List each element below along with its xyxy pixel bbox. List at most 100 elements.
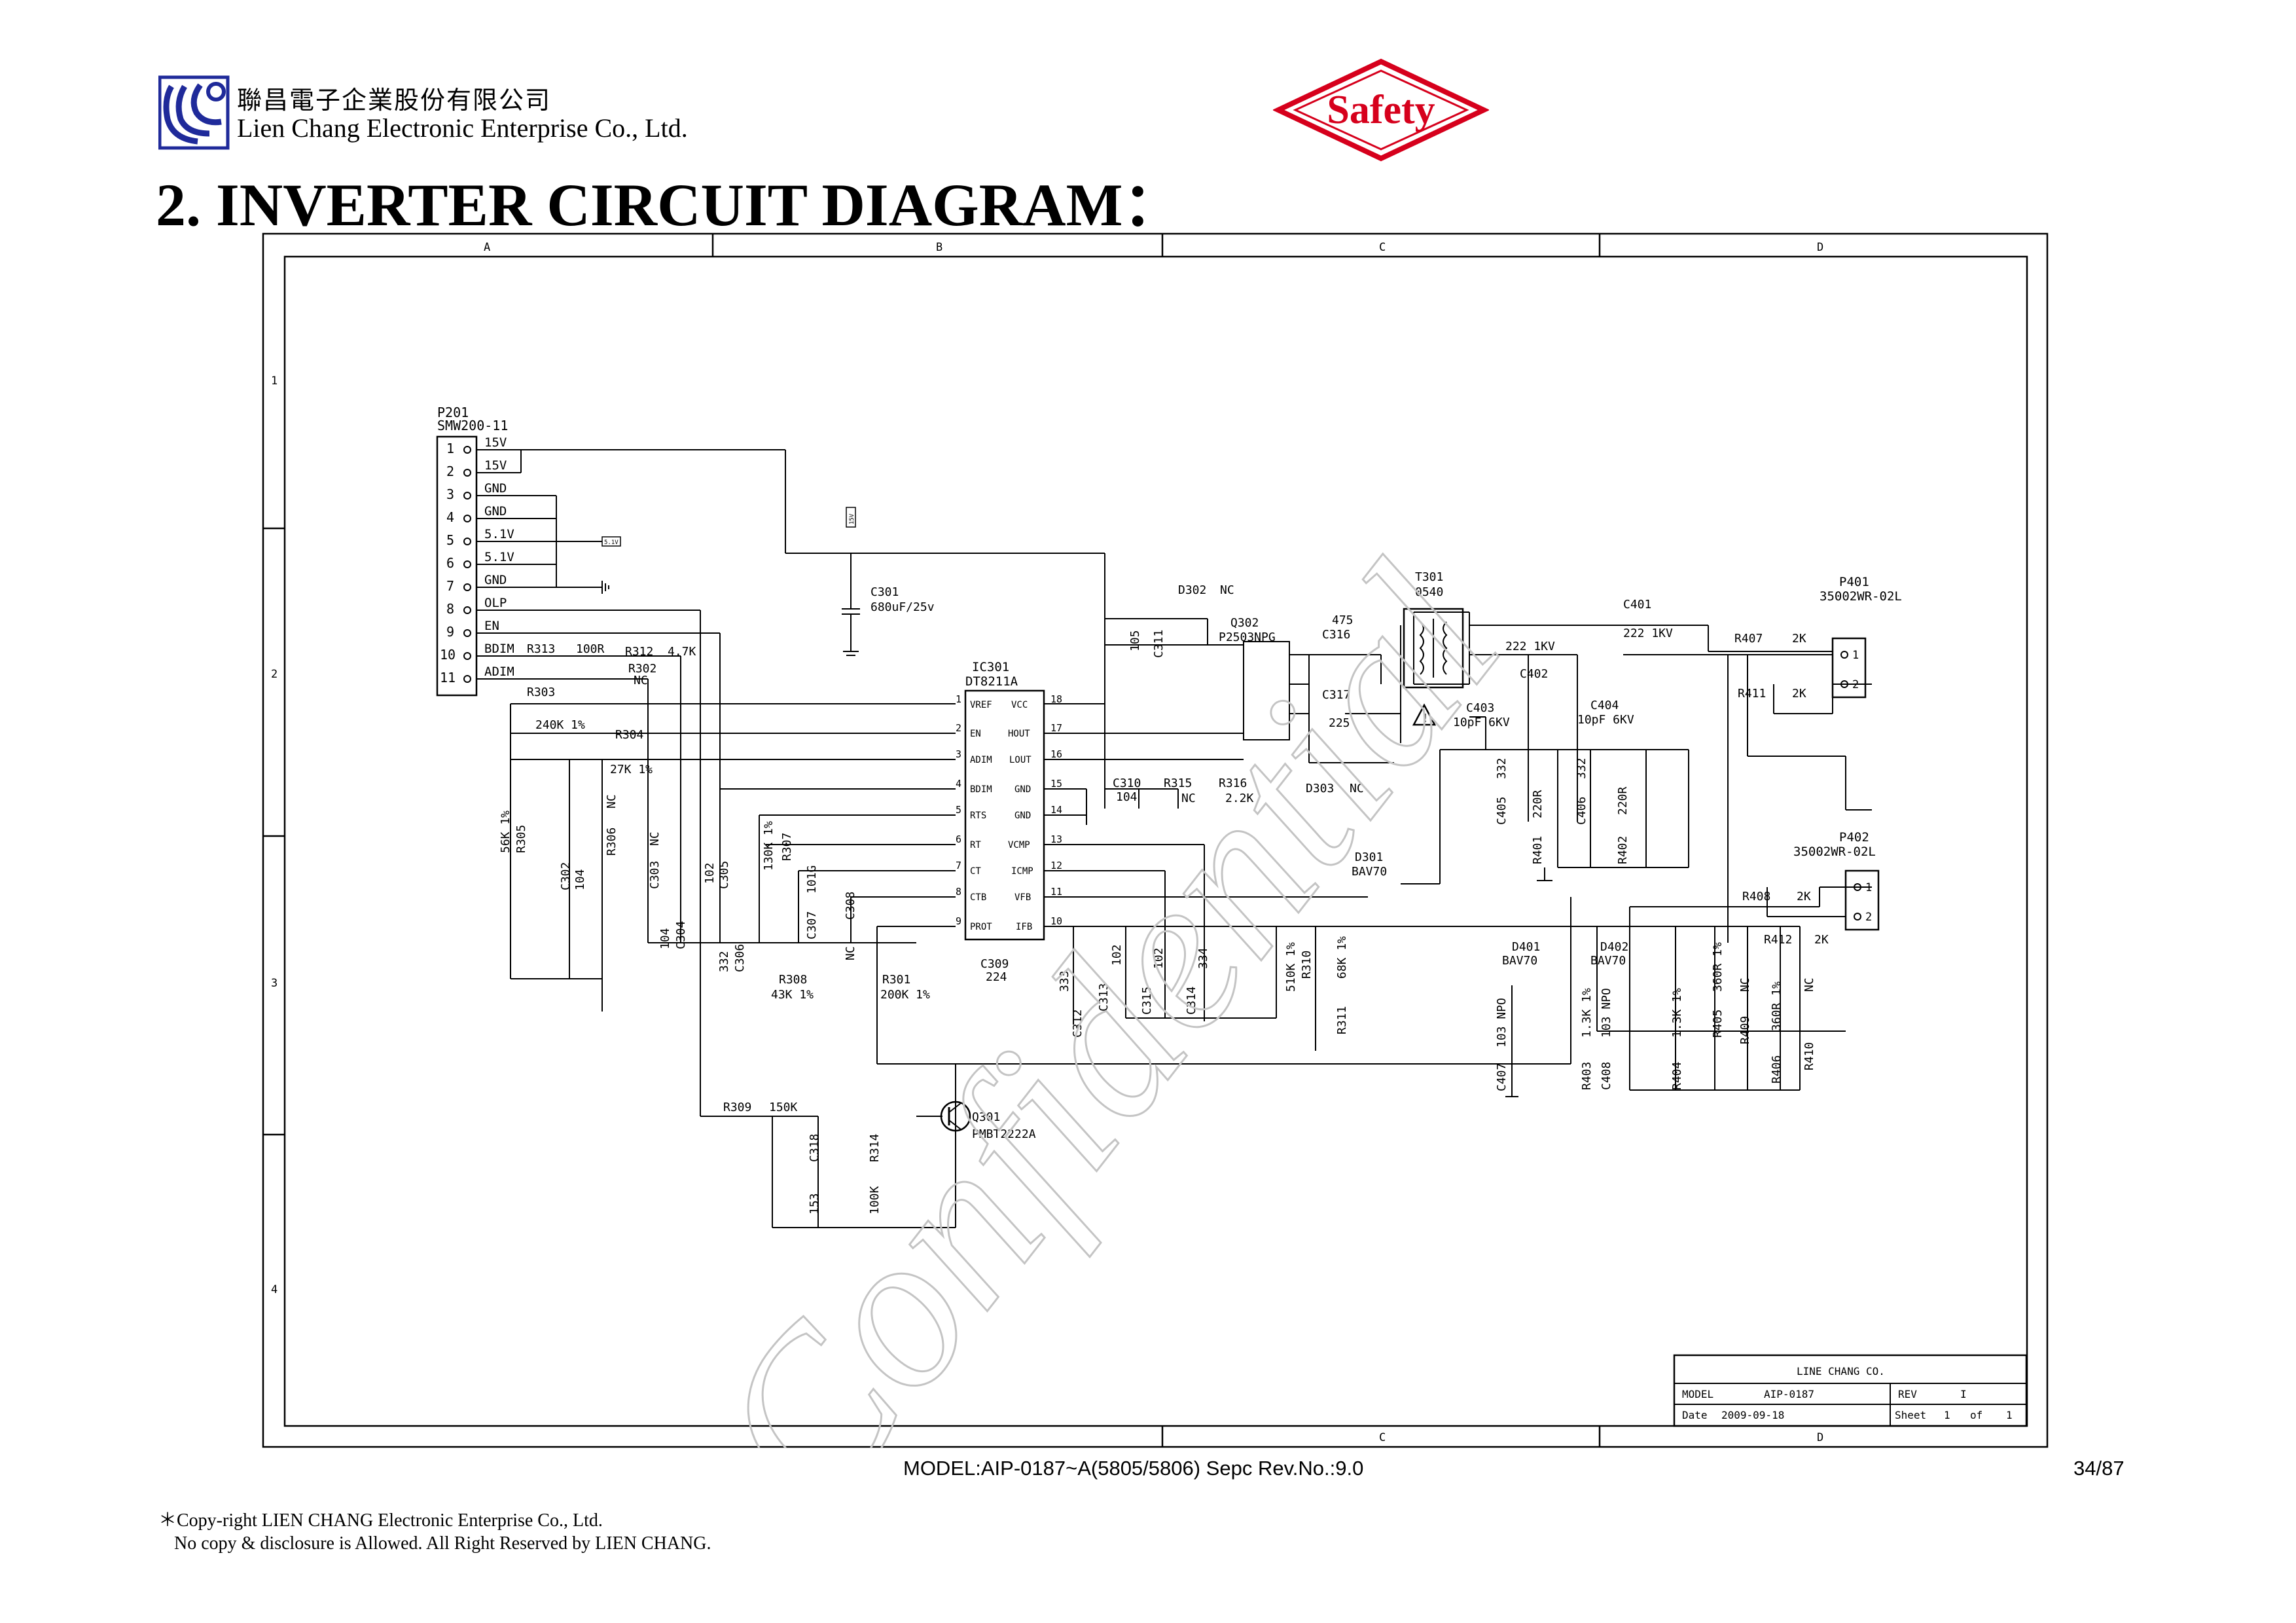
company-logo-icon xyxy=(158,75,230,150)
svg-text:43K 1%: 43K 1% xyxy=(771,988,814,1002)
svg-text:R315: R315 xyxy=(1164,776,1192,790)
svg-text:3: 3 xyxy=(956,748,961,760)
svg-text:R304: R304 xyxy=(615,728,643,742)
component-labels: R313 100R R312 4.7K R302 NC R303 240K 1%… xyxy=(499,570,1829,1214)
svg-text:C315: C315 xyxy=(1140,987,1154,1015)
svg-text:2.2K: 2.2K xyxy=(1225,792,1254,805)
footer-page-number: 34/87 xyxy=(2073,1457,2125,1480)
svg-text:CTB: CTB xyxy=(970,892,986,903)
svg-text:220R: 220R xyxy=(1616,786,1630,815)
svg-text:15V: 15V xyxy=(484,458,507,473)
svg-text:R406: R406 xyxy=(1770,1055,1784,1084)
svg-text:10pF 6KV: 10pF 6KV xyxy=(1453,716,1510,729)
svg-text:11: 11 xyxy=(440,670,456,685)
svg-text:C401: C401 xyxy=(1623,598,1651,611)
svg-text:8: 8 xyxy=(446,601,454,617)
svg-text:D302: D302 xyxy=(1178,583,1206,597)
svg-text:C406: C406 xyxy=(1575,797,1588,825)
svg-text:240K 1%: 240K 1% xyxy=(535,718,585,732)
svg-text:104: 104 xyxy=(658,928,672,949)
svg-text:104: 104 xyxy=(573,869,587,890)
svg-text:5: 5 xyxy=(956,804,961,816)
svg-text:SMW200-11: SMW200-11 xyxy=(437,418,508,433)
svg-text:R303: R303 xyxy=(527,685,555,699)
svg-text:VREF: VREF xyxy=(970,700,992,710)
svg-text:C312: C312 xyxy=(1071,1010,1085,1038)
svg-text:102: 102 xyxy=(1110,944,1124,966)
svg-text:NC: NC xyxy=(648,831,662,846)
svg-text:C307: C307 xyxy=(805,911,819,939)
svg-text:R409: R409 xyxy=(1738,1016,1752,1044)
svg-text:NC: NC xyxy=(1350,782,1364,795)
row-label-1: 1 xyxy=(271,374,278,388)
svg-text:360R 1%: 360R 1% xyxy=(1711,942,1725,992)
svg-text:475: 475 xyxy=(1332,613,1354,627)
transformer-t301: ! xyxy=(1403,608,1464,726)
row-label-2: 2 xyxy=(271,668,278,681)
svg-text:2K: 2K xyxy=(1814,933,1829,947)
svg-text:7: 7 xyxy=(956,860,961,871)
svg-text:103 NPO: 103 NPO xyxy=(1495,998,1509,1048)
svg-text:R314: R314 xyxy=(868,1134,882,1162)
svg-text:EN: EN xyxy=(484,619,499,633)
svg-text:IFB: IFB xyxy=(1016,922,1032,932)
svg-text:RTS: RTS xyxy=(970,811,986,821)
svg-text:C302: C302 xyxy=(559,862,573,890)
svg-text:Q301: Q301 xyxy=(972,1110,1000,1124)
svg-text:C404: C404 xyxy=(1590,699,1619,712)
svg-text:16: 16 xyxy=(1050,748,1062,760)
svg-text:C405: C405 xyxy=(1495,797,1509,825)
frame-inner xyxy=(283,255,2028,1427)
svg-text:200K 1%: 200K 1% xyxy=(880,988,930,1002)
svg-text:4: 4 xyxy=(446,509,454,525)
svg-text:5.1V: 5.1V xyxy=(484,550,514,564)
svg-text:CT: CT xyxy=(970,866,981,877)
svg-text:C314: C314 xyxy=(1185,987,1198,1015)
svg-text:C309: C309 xyxy=(980,957,1009,971)
svg-text:1: 1 xyxy=(2006,1409,2013,1421)
copyright-line-1: ＊Copy-right LIEN CHANG Electronic Enterp… xyxy=(158,1510,603,1531)
footer-model-info: MODEL:AIP-0187~A(5805/5806) Sepc Rev.No.… xyxy=(903,1457,1364,1480)
svg-text:R316: R316 xyxy=(1219,776,1247,790)
svg-text:D402: D402 xyxy=(1600,940,1628,954)
col-label-a: A xyxy=(484,241,490,254)
svg-text:8: 8 xyxy=(956,886,961,898)
svg-text:2: 2 xyxy=(1865,911,1872,924)
svg-text:2009-09-18: 2009-09-18 xyxy=(1721,1409,1784,1421)
svg-text:R308: R308 xyxy=(779,973,807,987)
svg-text:10pF 6KV: 10pF 6KV xyxy=(1577,713,1634,727)
connector-p402: P402 35002WR-02L 1 2 xyxy=(1793,830,1880,931)
svg-text:C311: C311 xyxy=(1152,630,1166,658)
svg-text:15V: 15V xyxy=(484,435,507,450)
svg-text:12: 12 xyxy=(1050,860,1062,871)
svg-text:P2503NPG: P2503NPG xyxy=(1219,630,1276,644)
svg-text:35002WR-02L: 35002WR-02L xyxy=(1793,845,1876,859)
svg-text:C308: C308 xyxy=(844,892,857,920)
svg-text:R401: R401 xyxy=(1531,836,1545,864)
svg-text:10: 10 xyxy=(1050,915,1062,927)
svg-text:150K: 150K xyxy=(769,1101,798,1114)
svg-text:510K 1%: 510K 1% xyxy=(1284,942,1298,992)
svg-text:BAV70: BAV70 xyxy=(1502,954,1537,968)
svg-text:ADIM: ADIM xyxy=(970,755,992,765)
svg-text:153: 153 xyxy=(808,1193,821,1214)
svg-text:ICMP: ICMP xyxy=(1011,866,1033,877)
svg-text:BAV70: BAV70 xyxy=(1590,954,1626,968)
svg-text:1: 1 xyxy=(1865,881,1872,894)
svg-text:R412: R412 xyxy=(1764,933,1792,947)
svg-text:R310: R310 xyxy=(1300,951,1314,979)
svg-text:2K: 2K xyxy=(1792,687,1806,701)
svg-text:NC: NC xyxy=(634,674,648,687)
title-block: LINE CHANG CO. MODEL AIP-0187 REV I Date… xyxy=(1673,1354,2028,1427)
bottom-col-label-d: D xyxy=(1817,1431,1823,1444)
svg-text:332: 332 xyxy=(1575,757,1588,779)
svg-text:1: 1 xyxy=(1852,649,1859,662)
svg-text:NC: NC xyxy=(1738,977,1752,992)
svg-text:Q302: Q302 xyxy=(1230,616,1259,630)
svg-text:680uF/25v: 680uF/25v xyxy=(870,600,935,614)
svg-text:5.1V: 5.1V xyxy=(484,527,514,541)
svg-text:HOUT: HOUT xyxy=(1008,729,1030,739)
svg-text:333: 333 xyxy=(1058,970,1071,992)
svg-text:R306: R306 xyxy=(605,828,619,856)
svg-text:68K 1%: 68K 1% xyxy=(1335,936,1349,979)
